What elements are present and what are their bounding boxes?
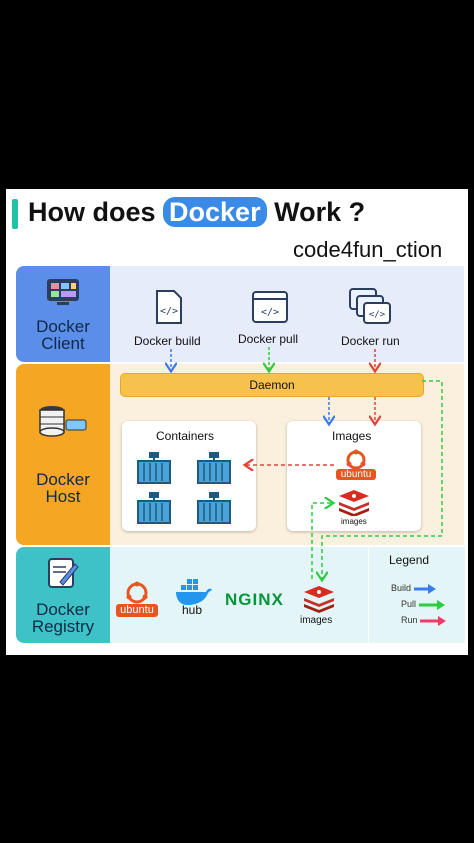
- client-label-line2: Client: [41, 333, 85, 353]
- author-handle: code4fun_ction: [293, 237, 443, 262]
- client-label-line1: Docker: [36, 316, 90, 336]
- build-arrow-icon: [413, 583, 436, 594]
- build-label: Docker build: [134, 334, 201, 348]
- container-icon: [136, 451, 172, 490]
- ubuntu-logo-icon: ubuntu: [336, 449, 376, 481]
- run-label: Docker run: [341, 334, 400, 348]
- registry-images-label: images: [300, 615, 333, 626]
- docker-hub-whale-icon: [175, 579, 213, 612]
- server-database-icon: [38, 404, 88, 441]
- legend-pull: Pull: [391, 599, 451, 610]
- legend-build: Build: [391, 583, 451, 594]
- run-command: </>: [348, 287, 392, 332]
- legend-panel: [368, 547, 465, 643]
- containers-title: Containers: [156, 429, 215, 443]
- nginx-logo: NGINX: [225, 590, 284, 609]
- hub-label: hub: [182, 603, 203, 617]
- legend-title: Legend: [389, 553, 430, 567]
- legend-build-label: Build: [391, 583, 412, 593]
- code-stack-icon: </>: [349, 288, 391, 324]
- legend-run-label: Run: [401, 615, 418, 625]
- daemon-to-registry-pull: [322, 380, 443, 579]
- code-window-icon: </>: [252, 291, 288, 323]
- host-images-caption: images: [341, 517, 367, 526]
- registry-label-line1: Docker: [36, 599, 90, 619]
- flow-arrows: [6, 347, 443, 655]
- title-highlight: Docker: [163, 197, 267, 227]
- title-accent-bar: [12, 199, 18, 229]
- diagram-card: How does Docker Work ? code4fun_ction Do…: [6, 189, 468, 655]
- images-title: Images: [332, 429, 372, 443]
- ubuntu-registry-icon: ubuntu: [116, 581, 158, 617]
- daemon-bar: Daemon: [120, 373, 424, 397]
- client-dashboard-icon: [45, 277, 81, 310]
- svg-text:</>: </>: [160, 306, 178, 317]
- code-file-icon: </>: [156, 290, 182, 324]
- svg-text:</>: </>: [369, 310, 386, 320]
- page-title: How does Docker Work ?: [28, 197, 365, 228]
- redis-image-icon: [337, 490, 371, 521]
- host-label-line2: Host: [45, 487, 81, 506]
- ubuntu-host-label: ubuntu: [336, 469, 376, 480]
- legend-run: Run: [391, 615, 451, 626]
- container-icon: [136, 491, 172, 530]
- host-label-line1: Docker: [36, 470, 90, 489]
- svg-text:</>: </>: [261, 307, 279, 318]
- registry-label-line2: Registry: [31, 616, 95, 636]
- redis-registry-icon: [302, 586, 336, 619]
- legend-pull-label: Pull: [401, 599, 417, 609]
- ubuntu-registry-label: ubuntu: [116, 604, 158, 617]
- container-icon: [196, 491, 232, 530]
- document-edit-icon: [46, 556, 80, 593]
- docker-client-label: Docker Client: [16, 266, 110, 362]
- docker-registry-label: Docker Registry: [16, 547, 110, 643]
- pull-command: </>: [251, 290, 289, 329]
- title-prefix: How does: [28, 197, 156, 227]
- pull-arrow-icon: [418, 599, 445, 610]
- title-suffix: Work ?: [274, 197, 366, 227]
- docker-host-label: Docker Host: [16, 364, 110, 545]
- run-arrow-icon: [420, 615, 447, 626]
- registry-to-host-pull: [311, 503, 332, 579]
- container-icon: [196, 451, 232, 490]
- pull-label: Docker pull: [238, 332, 299, 346]
